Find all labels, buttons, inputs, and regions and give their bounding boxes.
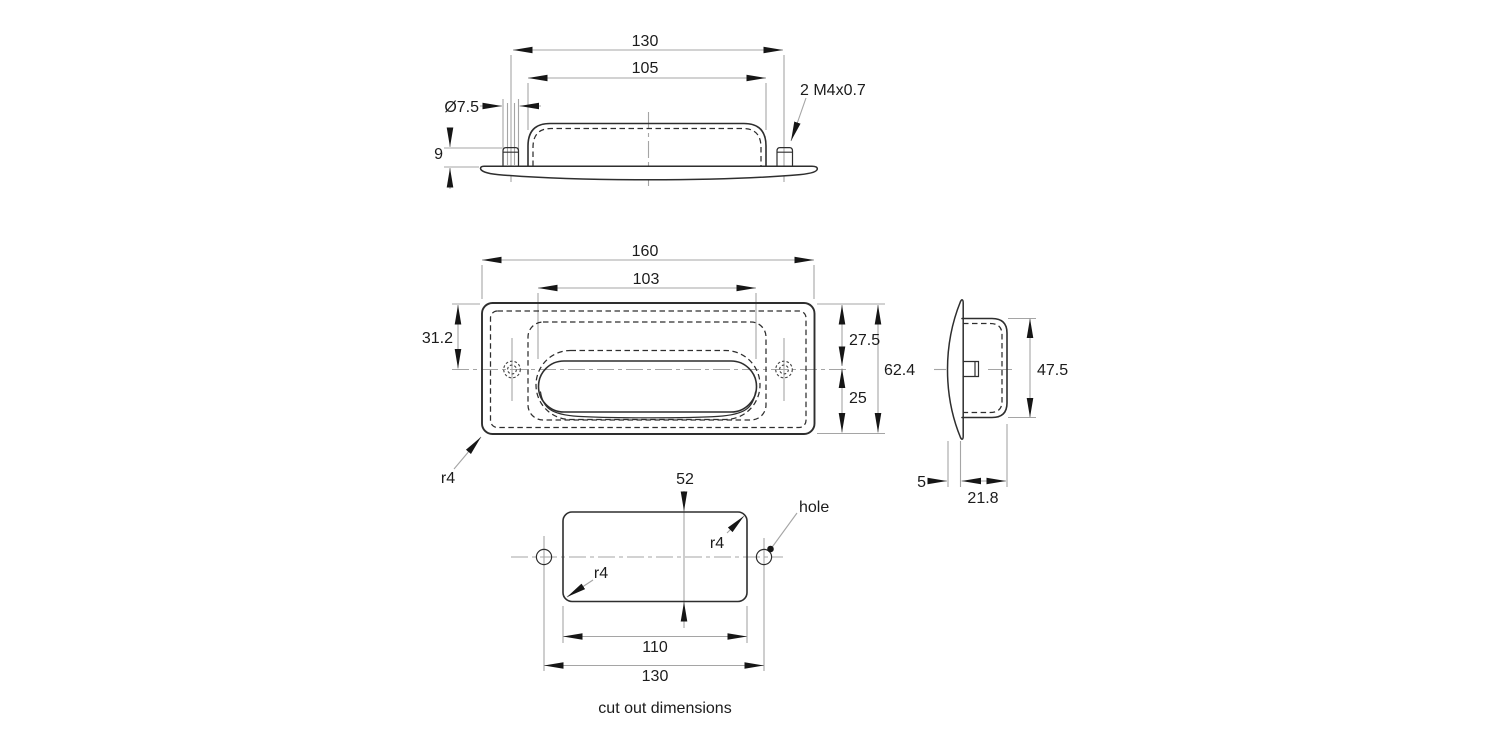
thread-leader-line xyxy=(790,97,807,142)
dim-text-160: 160 xyxy=(632,243,659,260)
dim-text-110: 110 xyxy=(642,639,668,656)
hole-leader-line xyxy=(771,512,798,549)
grip-recess-inner-edge xyxy=(539,391,757,419)
dim-text-52: 52 xyxy=(676,471,694,488)
stud-right xyxy=(776,147,794,167)
dim-text-27-5: 27.5 xyxy=(849,332,880,349)
dim-text-31-2: 31.2 xyxy=(422,330,453,347)
front-view: 160 103 31.2 27.5 25 62.4 r4 xyxy=(422,243,915,487)
hole-label-text: hole xyxy=(799,499,829,516)
dim-text-9: 9 xyxy=(434,146,443,163)
view-caption: cut out dimensions xyxy=(598,700,731,717)
body-side-profile xyxy=(961,317,1008,419)
dim-text-21-8: 21.8 xyxy=(967,490,998,507)
dim-text-5: 5 xyxy=(917,474,926,491)
grip-recess-outline xyxy=(537,360,758,413)
radius-text-r4-upper: r4 xyxy=(710,535,724,552)
top-view: 130 105 Ø7.5 9 2 M4x0.7 xyxy=(434,33,866,189)
stud-side-profile xyxy=(962,360,980,378)
dim-text-105: 105 xyxy=(632,60,659,77)
threaded-hole-left xyxy=(503,360,521,379)
threaded-hole-right-minor xyxy=(779,364,789,375)
dim-text-130: 130 xyxy=(632,33,659,50)
body-side-hidden-line xyxy=(963,322,1003,414)
body-hidden-line xyxy=(532,127,762,166)
faceplate-outline xyxy=(481,302,816,435)
radius-leader-lower xyxy=(566,579,594,598)
radius-text-r4-lower: r4 xyxy=(594,565,608,582)
radius-leader-line xyxy=(453,436,482,470)
dim-text-130-spacing: 130 xyxy=(642,668,669,685)
dim-text-stud-diameter: Ø7.5 xyxy=(444,99,479,116)
dim-text-62-4: 62.4 xyxy=(884,362,915,379)
recess-bottom-hidden xyxy=(535,349,761,421)
cutout-view: 52 r4 r4 hole 110 130 cut out dimensions xyxy=(511,471,829,717)
side-view: 47.5 5 21.8 xyxy=(917,299,1068,507)
mounting-hole-right xyxy=(755,548,773,566)
radius-text-r4: r4 xyxy=(441,470,455,487)
stud-left xyxy=(502,147,520,167)
dim-text-25: 25 xyxy=(849,390,867,407)
radius-leader-upper xyxy=(726,515,745,534)
mounting-hole-left xyxy=(535,548,553,566)
recess-opening-hidden xyxy=(527,321,767,421)
dim-text-103: 103 xyxy=(633,271,660,288)
flange-lens-profile xyxy=(946,299,964,440)
threaded-hole-right xyxy=(775,360,793,379)
body-profile xyxy=(527,122,767,167)
flange-plate-profile xyxy=(479,165,819,181)
thread-callout-text: 2 M4x0.7 xyxy=(800,82,866,99)
dim-text-47-5: 47.5 xyxy=(1037,362,1068,379)
threaded-hole-left-minor xyxy=(507,364,517,375)
faceplate-hidden-edge xyxy=(489,310,807,429)
hole-leader-dot xyxy=(767,545,774,553)
cutout-rectangle xyxy=(562,511,748,603)
